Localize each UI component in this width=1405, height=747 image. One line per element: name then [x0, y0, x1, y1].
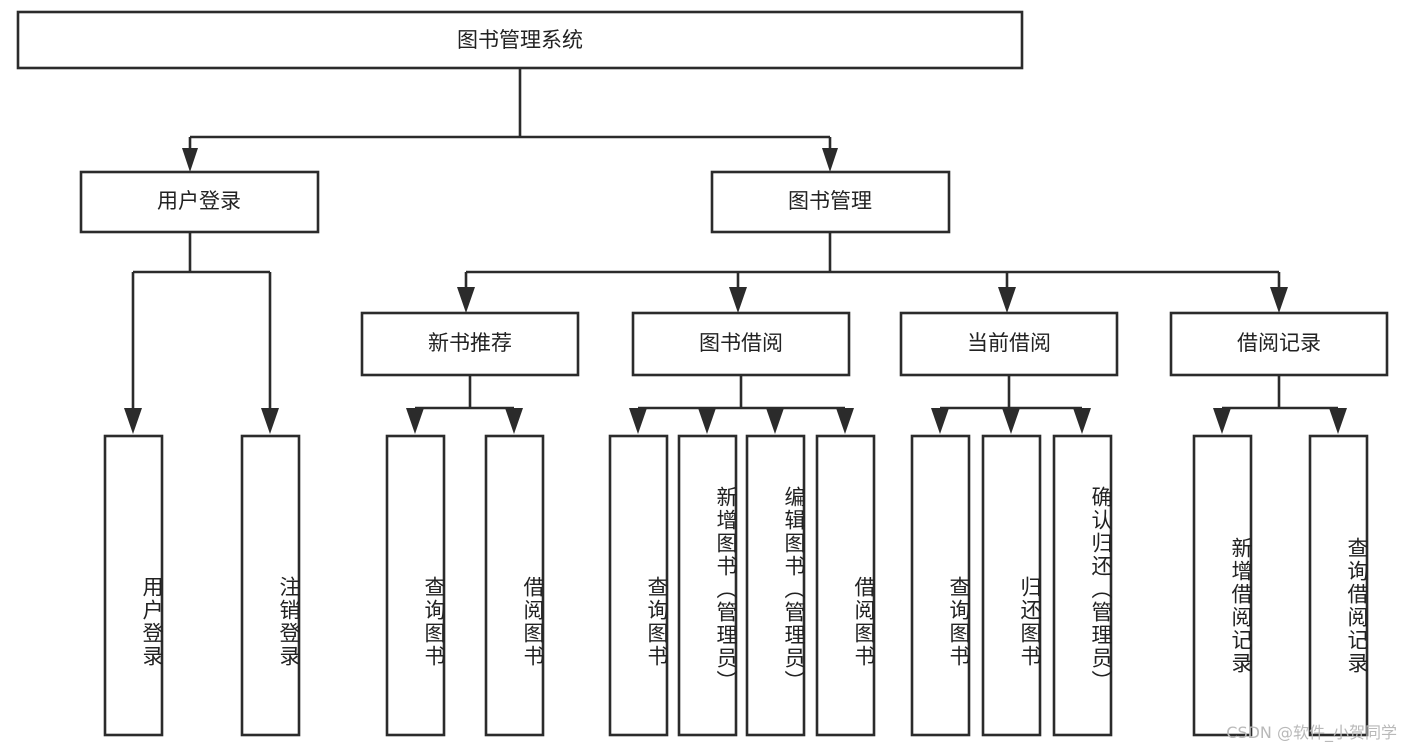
node-label-borrow-record: 借阅记录: [1237, 331, 1321, 355]
arrow-to-leaf-return-book: [1002, 408, 1020, 434]
node-box-leaf-borrow-book-1[interactable]: [484, 434, 545, 737]
node-label-user-login: 用户登录: [157, 189, 241, 213]
node-label-new-book-recommend: 新书推荐: [428, 331, 512, 355]
arrow-to-leaf-user-logout: [261, 408, 279, 434]
arrow-to-leaf-confirm-return: [1073, 408, 1091, 434]
arrow-to-borrow-record: [1270, 287, 1288, 313]
node-box-user-login[interactable]: [79, 170, 320, 234]
node-box-leaf-query-record[interactable]: [1308, 434, 1369, 737]
node-box-leaf-user-logout[interactable]: [240, 434, 301, 737]
node-box-leaf-query-book-3[interactable]: [910, 434, 971, 737]
node-box-leaf-add-record[interactable]: [1192, 434, 1253, 737]
arrow-to-leaf-borrow-book-1: [505, 408, 523, 434]
node-group: 图书管理系统 用户登录 图书管理 新书推荐 图书借阅 当前借阅 借阅记录: [16, 10, 1389, 737]
node-box-leaf-query-book-2[interactable]: [608, 434, 669, 737]
arrow-to-leaf-query-record: [1329, 408, 1347, 434]
node-label-book-manage: 图书管理: [788, 189, 872, 213]
arrow-to-book-borrow: [729, 287, 747, 313]
node-box-leaf-borrow-book-2[interactable]: [815, 434, 876, 737]
node-box-leaf-edit-book[interactable]: [745, 434, 806, 737]
node-box-leaf-confirm-return[interactable]: [1052, 434, 1113, 737]
node-box-new-book-recommend[interactable]: [360, 311, 580, 377]
arrow-to-current-borrow: [998, 287, 1016, 313]
connector-group: [124, 68, 1347, 434]
node-box-leaf-return-book[interactable]: [981, 434, 1042, 737]
arrow-to-new-book-recommend: [457, 287, 475, 313]
csdn-watermark: CSDN @软件_小贺同学: [1226, 723, 1397, 742]
arrow-to-leaf-borrow-book-2: [836, 408, 854, 434]
arrow-to-leaf-query-book-3: [931, 408, 949, 434]
arrow-to-leaf-user-login: [124, 408, 142, 434]
node-box-leaf-user-login[interactable]: [103, 434, 164, 737]
arrow-to-user-login: [182, 148, 198, 172]
arrow-to-leaf-query-book-2: [629, 408, 647, 434]
node-box-book-manage[interactable]: [710, 170, 951, 234]
node-label-root: 图书管理系统: [457, 28, 583, 52]
node-box-current-borrow[interactable]: [899, 311, 1119, 377]
arrow-to-leaf-add-record: [1213, 408, 1231, 434]
node-label-current-borrow: 当前借阅: [967, 331, 1051, 355]
node-box-root[interactable]: [16, 10, 1024, 70]
node-box-book-borrow[interactable]: [631, 311, 851, 377]
arrow-to-leaf-add-book: [698, 408, 716, 434]
arrow-to-leaf-edit-book: [766, 408, 784, 434]
node-label-book-borrow: 图书借阅: [699, 331, 783, 355]
node-box-borrow-record[interactable]: [1169, 311, 1389, 377]
arrow-to-leaf-query-book-1: [406, 408, 424, 434]
arrow-to-book-manage: [822, 148, 838, 172]
node-box-leaf-add-book[interactable]: [677, 434, 738, 737]
node-box-leaf-query-book-1[interactable]: [385, 434, 446, 737]
